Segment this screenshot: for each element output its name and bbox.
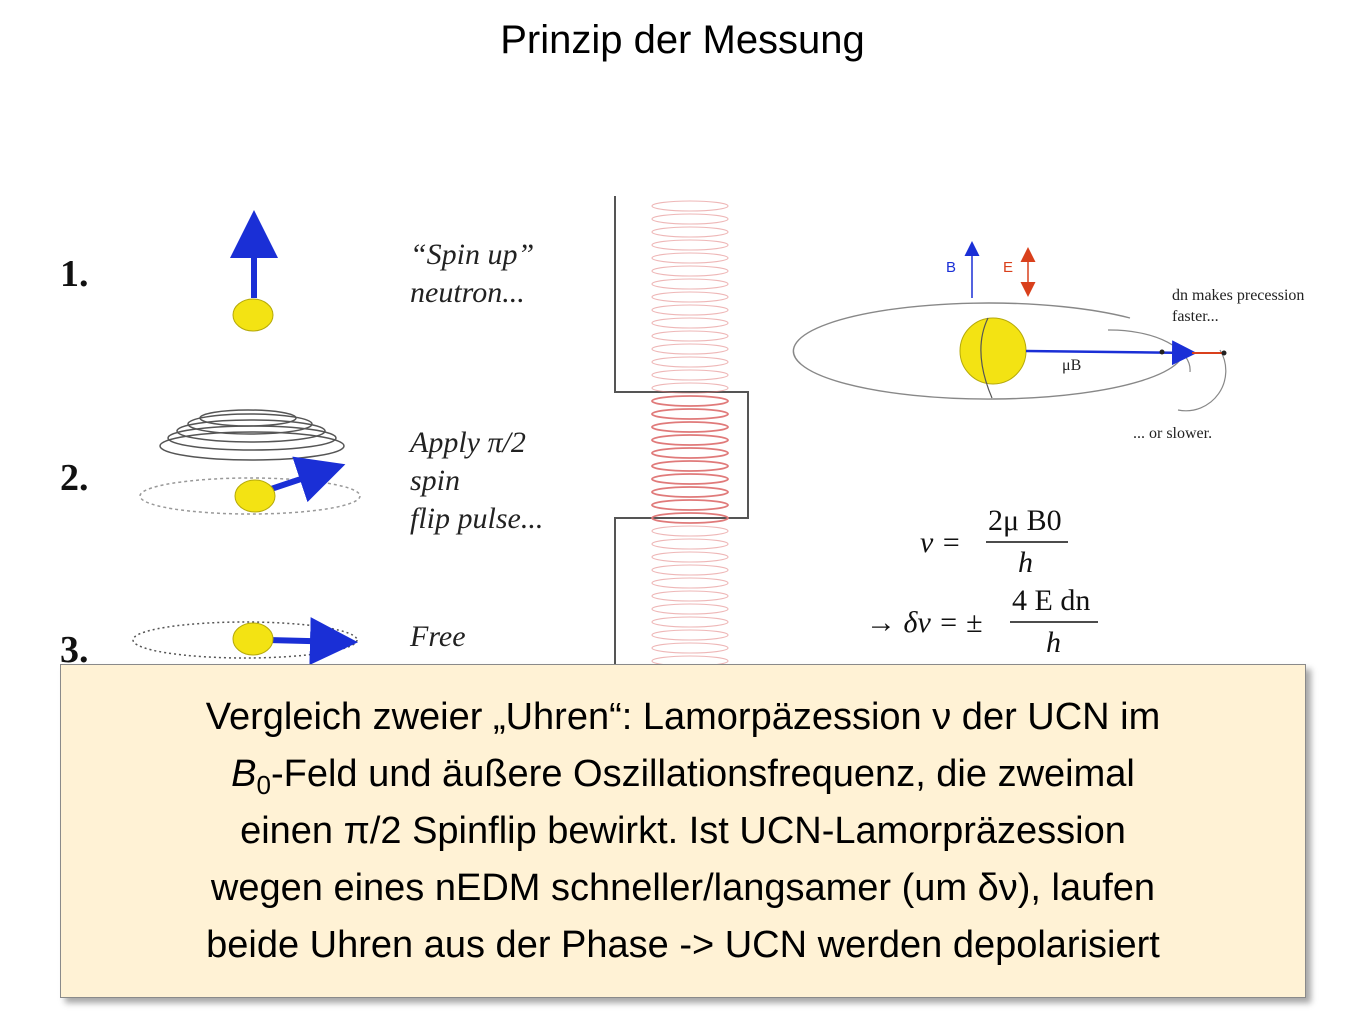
- callout-line-1: Vergleich zweier „Uhren“: Lamorpäzession…: [205, 695, 1161, 738]
- oscillation-coil: [651, 369, 729, 381]
- spiral-trajectory-icon: [159, 409, 345, 461]
- step-3-text-line1: Free: [409, 620, 466, 653]
- tilted-spin-vector-icon: [261, 456, 346, 503]
- callout-line-4: wegen eines nEDM schneller/langsamer (um…: [210, 866, 1156, 909]
- neutron-sphere-icon: [959, 317, 1027, 385]
- step-2-text-line3: flip pulse...: [410, 502, 543, 535]
- neutron-icon: [232, 298, 274, 332]
- oscillation-coil: [651, 447, 729, 459]
- oscillation-coil: [651, 408, 729, 420]
- explanation-callout: Vergleich zweier „Uhren“: Lamorpäzession…: [60, 664, 1306, 998]
- neutron-icon: [234, 479, 276, 513]
- equation-1-denominator: h: [1018, 546, 1033, 579]
- pulse-envelope: [614, 196, 749, 670]
- oscillation-coil: [651, 291, 729, 303]
- mu-label: μB: [1062, 357, 1081, 374]
- step-2-text-line2: spin: [410, 464, 460, 497]
- oscillation-coil: [651, 278, 729, 290]
- oscillation-coil: [651, 382, 729, 394]
- oscillation-coil: [651, 564, 729, 576]
- slower-label: ... or slower.: [1133, 425, 1212, 442]
- neutron-icon: [232, 622, 274, 656]
- oscillation-coil: [651, 421, 729, 433]
- oscillation-coil: [651, 213, 729, 225]
- oscillation-coil: [651, 343, 729, 355]
- step-2-number: 2.: [60, 457, 89, 499]
- oscillation-coil: [651, 473, 729, 485]
- oscillation-coil: [651, 525, 729, 537]
- callout-text: Vergleich zweier „Uhren“: Lamorpäzession…: [192, 689, 1175, 974]
- e-field-label: E: [1003, 259, 1013, 276]
- precession-plane-icon: [139, 477, 361, 515]
- precession-diagram: B E μB dn makes precession faster... ...…: [792, 241, 1304, 442]
- point-marker-icon: [1159, 349, 1165, 355]
- neutron-meridian: [980, 317, 993, 399]
- oscillation-wave-icon: [651, 200, 729, 667]
- oscillation-coil: [651, 642, 729, 654]
- step-2: 2. Apply π/2 spin flip pulse...: [60, 409, 543, 535]
- callout-line-5: beide Uhren aus der Phase -> UCN werden …: [206, 923, 1160, 966]
- oscillation-coil: [651, 252, 729, 264]
- faster-label-line1: dn makes precession: [1172, 287, 1304, 304]
- oscillation-coil: [651, 590, 729, 602]
- step-1-number: 1.: [60, 253, 89, 295]
- oscillation-coil: [651, 486, 729, 498]
- oscillation-coil: [651, 226, 729, 238]
- oscillation-coil: [651, 512, 729, 524]
- oscillation-coil: [651, 265, 729, 277]
- equation-1-numerator: 2μ B0: [988, 504, 1062, 537]
- oscillation-coil: [651, 616, 729, 628]
- equations: ν = 2μ B0 h → δν = ± 4 E dn h: [866, 504, 1098, 659]
- oscillation-coil: [651, 304, 729, 316]
- oscillation-coil: [651, 395, 729, 407]
- oscillation-coil: [651, 629, 729, 641]
- magnetic-moment-vector-icon: [1025, 340, 1197, 366]
- step-1-text-line2: neutron...: [410, 276, 525, 309]
- oscillation-coil: [651, 330, 729, 342]
- oscillation-coil: [651, 356, 729, 368]
- b-field-label: B: [946, 259, 956, 276]
- page-title: Prinzip der Messung: [500, 18, 865, 62]
- equation-2-lhs: → δν = ±: [866, 606, 982, 639]
- oscillation-coil: [651, 499, 729, 511]
- callout-line-3: einen π/2 Spinflip bewirkt. Ist UCN-Lamo…: [240, 809, 1126, 852]
- precession-orbit-fast-icon: [1177, 349, 1227, 412]
- oscillation-coil: [651, 577, 729, 589]
- oscillation-coil: [651, 317, 729, 329]
- equation-2-numerator: 4 E dn: [1012, 584, 1090, 617]
- callout-b-variable: B: [231, 752, 257, 795]
- faster-label-line2: faster...: [1172, 308, 1219, 325]
- point-marker-icon: [1221, 350, 1227, 356]
- equation-1-lhs: ν =: [920, 526, 961, 559]
- horizontal-spin-vector-icon: [267, 617, 358, 666]
- oscillation-coil: [651, 434, 729, 446]
- step-1-text-line1: “Spin up”: [410, 238, 534, 271]
- oscillation-coil: [651, 460, 729, 472]
- oscillation-coil: [651, 239, 729, 251]
- equation-2-denominator: h: [1046, 626, 1061, 659]
- step-1: 1. “Spin up” neutron...: [60, 210, 534, 332]
- step-2-text-line1: Apply π/2: [408, 426, 526, 459]
- callout-b-subscript: 0: [256, 769, 271, 800]
- oscillation-coil: [651, 551, 729, 563]
- oscillation-coil: [651, 200, 729, 212]
- callout-line-2: -Feld und äußere Oszillationsfrequenz, d…: [270, 752, 1135, 795]
- precession-orbit-icon: [792, 302, 1181, 400]
- oscillation-coil: [651, 538, 729, 550]
- oscillation-coil: [651, 603, 729, 615]
- rf-pulse-timing: [614, 196, 749, 670]
